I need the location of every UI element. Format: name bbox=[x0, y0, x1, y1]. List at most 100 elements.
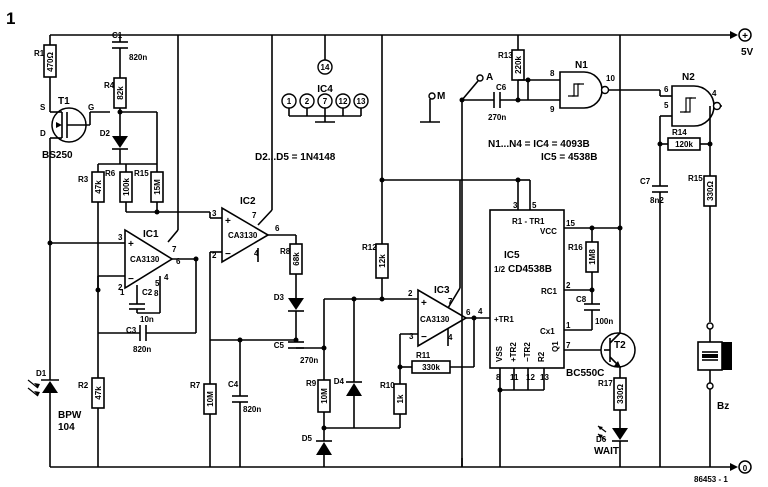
r6-value: 100k bbox=[122, 178, 131, 196]
ic1-minus: − bbox=[128, 274, 134, 285]
diode-d3: D3 bbox=[274, 293, 304, 312]
c1-value: 820n bbox=[129, 53, 147, 62]
ic3-plus: + bbox=[421, 298, 427, 309]
ic1-pin6: 6 bbox=[176, 257, 181, 266]
t1-gate-pin: G bbox=[88, 103, 94, 112]
r9-value: 10M bbox=[320, 388, 329, 404]
ic4-pin-b: 2 bbox=[305, 97, 310, 106]
mosfet-t1: S G D T1 BS250 bbox=[40, 96, 110, 161]
r16-name: R16 bbox=[568, 243, 583, 252]
r4-name: R4 bbox=[104, 81, 115, 90]
c8-name: C8 bbox=[576, 295, 587, 304]
ic4-name: IC4 bbox=[317, 84, 333, 95]
r8-value: 68k bbox=[292, 252, 301, 266]
resistor-r16: R16 1M8 bbox=[568, 241, 599, 273]
r17-value: 330Ω bbox=[616, 384, 625, 404]
r15b-name: R15 bbox=[688, 174, 703, 183]
ic2-pin4: 4 bbox=[254, 249, 259, 258]
r14-name: R14 bbox=[672, 128, 687, 137]
ic4-pin-e: 13 bbox=[357, 97, 366, 106]
ic1-pin7: 7 bbox=[172, 245, 177, 254]
ic1-type: CA3130 bbox=[130, 255, 160, 264]
r9-name: R9 bbox=[306, 379, 317, 388]
r15a-value: 15M bbox=[153, 179, 162, 195]
ic5-pin15: 15 bbox=[566, 219, 575, 228]
nand-gate-n1: N1 8 9 10 bbox=[550, 60, 615, 114]
resistor-r1: R1 470Ω bbox=[34, 44, 57, 78]
gate-note-b: IC5 = 4538B bbox=[541, 152, 597, 163]
ic5-pin1: 1 bbox=[566, 321, 571, 330]
ic2-name: IC2 bbox=[240, 196, 256, 207]
nand-gate-n2: N2 6 5 4 bbox=[664, 72, 722, 127]
ic5-half: 1/2 bbox=[494, 265, 506, 274]
c5-value: 270n bbox=[300, 356, 318, 365]
d1-type-a: BPW bbox=[58, 410, 82, 421]
r3-value: 47k bbox=[94, 180, 103, 194]
capacitor-c4: C4 820n bbox=[228, 380, 261, 414]
c2-name: C2 bbox=[142, 288, 153, 297]
ic5-q1: Q1 bbox=[551, 341, 560, 352]
test-point-a: A bbox=[476, 72, 493, 83]
ground-label: 0 bbox=[743, 464, 748, 473]
r11-value: 330k bbox=[422, 363, 440, 372]
c3-value: 820n bbox=[133, 345, 151, 354]
ic5-rc1: RC1 bbox=[541, 287, 558, 296]
resistor-r11: R11 330k bbox=[411, 351, 451, 374]
figure-number: 1 bbox=[6, 9, 15, 28]
c4-value: 820n bbox=[243, 405, 261, 414]
resistor-r8: R8 68k bbox=[280, 243, 303, 275]
t2-name: T2 bbox=[614, 340, 626, 351]
r13-name: R13 bbox=[498, 51, 513, 60]
capacitor-c6: C6 270n bbox=[488, 83, 507, 122]
ic5-type: CD4538B bbox=[508, 264, 552, 275]
resistor-r2: R2 47k bbox=[78, 377, 105, 409]
d5-name: D5 bbox=[302, 434, 313, 443]
r12-value: 12k bbox=[378, 254, 387, 268]
ic5-pin2: 2 bbox=[566, 281, 571, 290]
ic5-pin7: 7 bbox=[566, 341, 571, 350]
resistor-r6: R6 100k bbox=[105, 169, 133, 203]
ic2-pin6: 6 bbox=[275, 224, 280, 233]
diode-d4: D4 bbox=[334, 377, 362, 396]
ic3-minus: − bbox=[421, 332, 427, 343]
resistor-r12: R12 12k bbox=[362, 243, 389, 279]
opamp-ic1: + − CA3130 IC1 3 2 7 6 4 1 8 5 bbox=[118, 228, 181, 298]
t1-drain-pin: D bbox=[40, 129, 46, 138]
d1-name: D1 bbox=[36, 369, 47, 378]
diode-d5: D5 bbox=[302, 434, 332, 455]
ic5-vss: VSS bbox=[495, 345, 504, 362]
capacitor-c7: C7 8n2 bbox=[640, 177, 668, 205]
ic5-vcc: VCC bbox=[540, 227, 557, 236]
n1-pin10: 10 bbox=[606, 74, 615, 83]
opamp-ic2: + − CA3130 IC2 3 2 7 6 4 bbox=[212, 196, 280, 264]
led-d6: D6 WAIT bbox=[594, 425, 628, 457]
capacitor-c8: C8 100n bbox=[576, 295, 613, 326]
test-point-a-label: A bbox=[486, 72, 493, 83]
r11-name: R11 bbox=[416, 351, 431, 360]
ic3-pin4: 4 bbox=[448, 333, 453, 342]
ic1-pin8: 8 bbox=[154, 289, 159, 298]
n1-pin8: 8 bbox=[550, 69, 555, 78]
ic2-pin7: 7 bbox=[252, 211, 257, 220]
c7-value: 8n2 bbox=[650, 196, 664, 205]
d6-note: WAIT bbox=[594, 446, 619, 457]
ic1-name: IC1 bbox=[143, 229, 159, 240]
n2-pin6: 6 bbox=[664, 85, 669, 94]
ic5-pin5: 5 bbox=[532, 201, 537, 210]
photodiode-d1: D1 BPW 104 bbox=[27, 369, 82, 433]
ic2-pin2: 2 bbox=[212, 251, 217, 260]
ic2-type: CA3130 bbox=[228, 231, 258, 240]
ic1-plus: + bbox=[128, 239, 134, 250]
supply-rail-ground: 0 bbox=[50, 460, 752, 474]
ic4-power-block: 14 IC4 1 2 7 12 13 bbox=[281, 59, 369, 123]
ic5-cx1: Cx1 bbox=[540, 327, 555, 336]
resistor-r9: R9 10M bbox=[306, 379, 331, 413]
c5-name: C5 bbox=[274, 341, 285, 350]
n1-pin9: 9 bbox=[550, 105, 555, 114]
ic4-vdd-pin: 14 bbox=[321, 63, 330, 72]
ic3-type: CA3130 bbox=[420, 315, 450, 324]
r15a-name: R15 bbox=[134, 169, 149, 178]
ic5-tr1-pin4: 4 bbox=[478, 307, 483, 316]
ic5-pin3: 3 bbox=[513, 201, 518, 210]
